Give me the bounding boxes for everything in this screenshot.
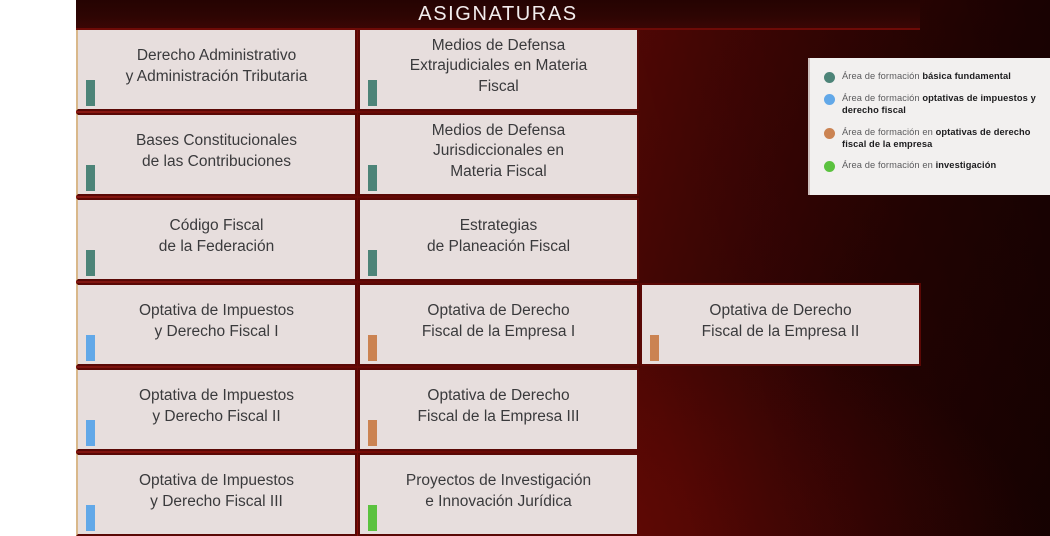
subject-card[interactable]: Código Fiscal de la Federación: [76, 198, 357, 281]
subject-column-3: Optativa de Derecho Fiscal de la Empresa…: [640, 28, 921, 536]
legend-item-prefix: Área de formación: [842, 71, 923, 81]
legend-color-dot-icon: [824, 72, 835, 83]
subject-card-label: Optativa de Derecho Fiscal de la Empresa…: [421, 302, 576, 340]
legend-color-dot-icon: [824, 161, 835, 173]
legend-item-prefix: Área de formación en: [842, 160, 936, 171]
legend-item-label: Área de formación básica fundamental: [842, 70, 1011, 82]
area-color-marker: [86, 250, 95, 276]
subject-card[interactable]: Medios de Defensa Extrajudiciales en Mat…: [358, 28, 639, 111]
subject-card[interactable]: Optativa de Derecho Fiscal de la Empresa…: [358, 283, 639, 366]
subject-card[interactable]: Optativa de Impuestos y Derecho Fiscal I: [76, 283, 357, 366]
subject-card-label: Código Fiscal de la Federación: [158, 217, 275, 255]
legend-item-label: Área de formación en optativas de derech…: [842, 126, 1040, 151]
area-color-marker: [368, 335, 377, 361]
area-color-marker: [86, 335, 95, 361]
subject-card-label: Medios de Defensa Extrajudiciales en Mat…: [409, 37, 588, 95]
subject-grid: Derecho Administrativo y Administración …: [76, 28, 921, 536]
area-color-marker: [86, 420, 95, 446]
area-color-marker: [86, 505, 95, 531]
legend-item-emphasis: investigación: [935, 160, 997, 171]
area-color-marker: [86, 165, 95, 191]
subject-column-1: Derecho Administrativo y Administración …: [76, 28, 357, 536]
subject-card[interactable]: Optativa de Derecho Fiscal de la Empresa…: [640, 283, 921, 366]
subject-card-label: Optativa de Impuestos y Derecho Fiscal I…: [138, 472, 295, 510]
subject-card[interactable]: Estrategias de Planeación Fiscal: [358, 198, 639, 281]
subject-card[interactable]: Optativa de Impuestos y Derecho Fiscal I…: [76, 368, 357, 451]
subject-card-label: Optativa de Impuestos y Derecho Fiscal I: [138, 302, 295, 340]
subject-card-label: Optativa de Derecho Fiscal de la Empresa…: [417, 387, 580, 425]
subject-card[interactable]: Bases Constitucionales de las Contribuci…: [76, 113, 357, 196]
legend-item: Área de formación en optativas de derech…: [824, 126, 1040, 151]
area-color-marker: [86, 80, 95, 106]
subject-card[interactable]: Medios de Defensa Jurisdiccionales en Ma…: [358, 113, 639, 196]
subject-card[interactable]: Optativa de Impuestos y Derecho Fiscal I…: [76, 453, 357, 536]
area-color-marker: [650, 335, 659, 361]
legend-item: Área de formación optativas de impuestos…: [824, 92, 1040, 117]
legend-item-emphasis: optativas de derecho fiscal de la empres…: [842, 126, 1031, 149]
subject-card-label: Optativa de Derecho Fiscal de la Empresa…: [701, 302, 860, 340]
legend-item: Área de formación básica fundamental: [824, 70, 1040, 83]
subject-card-label: Derecho Administrativo y Administración …: [125, 47, 308, 85]
legend-item-emphasis: básica fundamental: [922, 71, 1011, 81]
legend-color-dot-icon: [824, 94, 835, 105]
area-color-marker: [368, 165, 377, 191]
subject-column-2: Medios de Defensa Extrajudiciales en Mat…: [358, 28, 639, 536]
subject-card-label: Estrategias de Planeación Fiscal: [426, 217, 571, 255]
legend-item-prefix: Área de formación en: [842, 126, 936, 137]
legend-item-label: Área de formación en investigación: [842, 159, 996, 171]
legend-item: Área de formación en investigación: [824, 159, 1040, 173]
subject-card-label: Proyectos de Investigación e Innovación …: [405, 472, 592, 510]
legend-item-emphasis: optativas de impuestos y derecho fiscal: [842, 93, 1036, 116]
area-color-marker: [368, 250, 377, 276]
subject-card-label: Optativa de Impuestos y Derecho Fiscal I…: [138, 387, 295, 425]
subject-card[interactable]: Optativa de Derecho Fiscal de la Empresa…: [358, 368, 639, 451]
subject-card[interactable]: Proyectos de Investigación e Innovación …: [358, 453, 639, 536]
subject-card-label: Bases Constitucionales de las Contribuci…: [135, 132, 298, 170]
legend-item-prefix: Área de formación: [842, 93, 923, 103]
legend-color-dot-icon: [824, 127, 835, 139]
subject-card-label: Medios de Defensa Jurisdiccionales en Ma…: [431, 122, 566, 180]
area-color-marker: [368, 420, 377, 446]
title-bar: ASIGNATURAS: [76, 0, 920, 30]
legend-item-label: Área de formación optativas de impuestos…: [842, 92, 1040, 117]
page-title: ASIGNATURAS: [418, 3, 578, 25]
subject-card[interactable]: Derecho Administrativo y Administración …: [76, 28, 357, 111]
area-color-marker: [368, 505, 377, 531]
area-color-marker: [368, 80, 377, 106]
